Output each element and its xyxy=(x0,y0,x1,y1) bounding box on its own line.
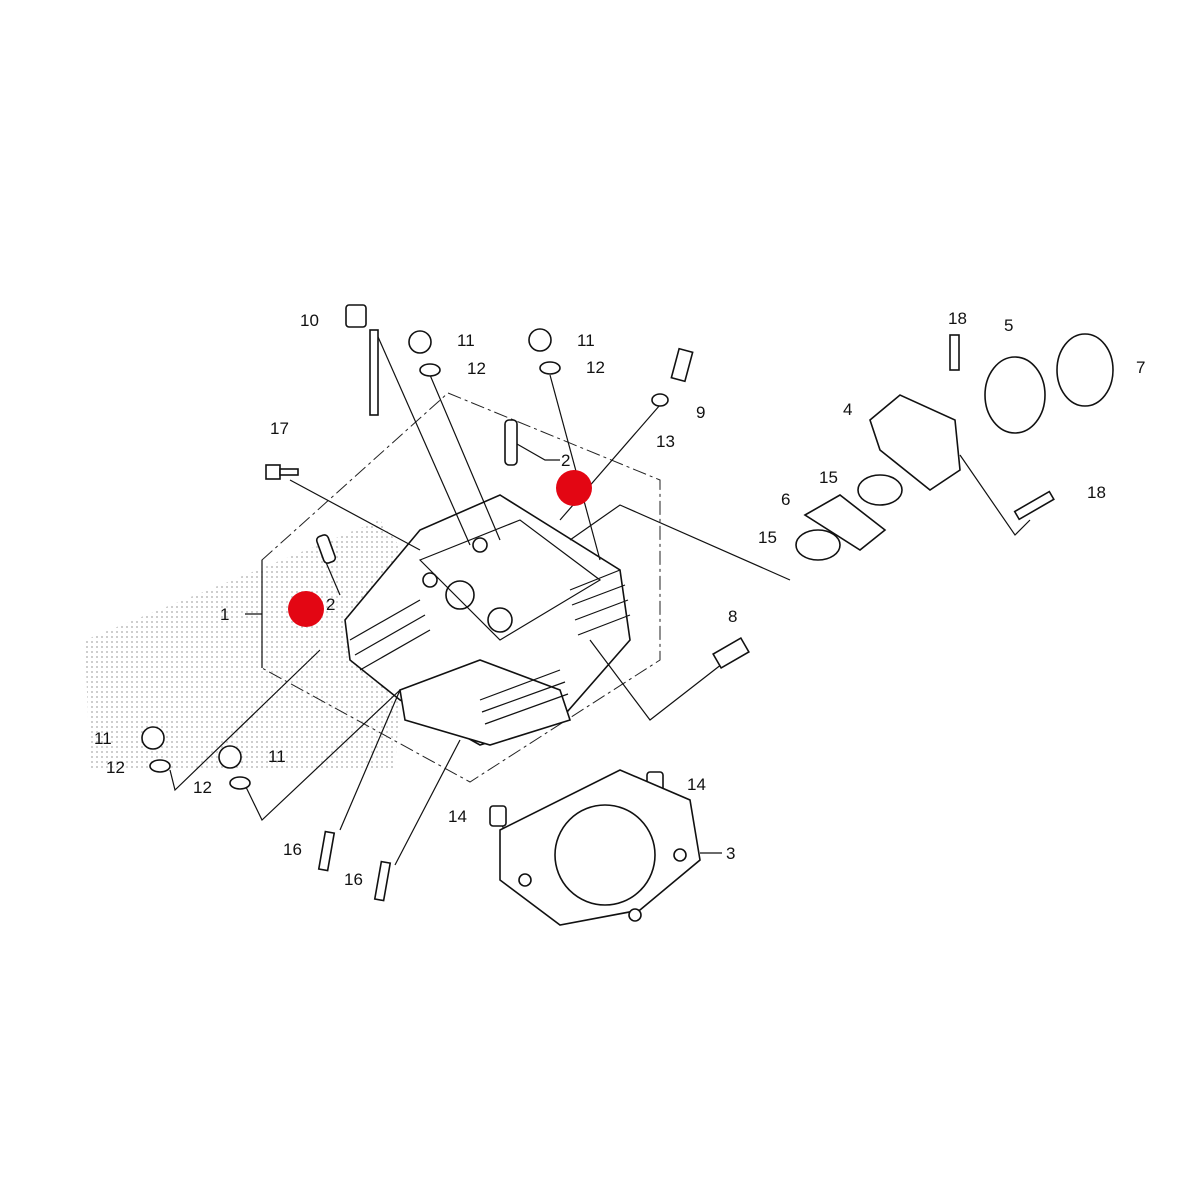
callout-8: 8 xyxy=(728,607,737,626)
assembly-outline xyxy=(261,392,661,783)
callout-16: 16 xyxy=(344,870,363,889)
callout-17: 17 xyxy=(270,419,289,438)
callout-15: 15 xyxy=(758,528,777,547)
callout-16: 16 xyxy=(283,840,302,859)
head-gasket-3 xyxy=(499,769,701,926)
callout-10: 10 xyxy=(300,311,319,330)
callout-2: 2 xyxy=(326,595,335,614)
sensor-9 xyxy=(670,347,694,383)
callout-7: 7 xyxy=(1136,358,1145,377)
callout-12: 12 xyxy=(106,758,125,777)
callout-2: 2 xyxy=(561,451,570,470)
callout-14: 14 xyxy=(687,775,706,794)
studs-16 xyxy=(317,830,392,902)
callout-1: 1 xyxy=(220,605,229,624)
callout-11: 11 xyxy=(94,729,112,748)
callout-13: 13 xyxy=(656,432,675,451)
callout-5: 5 xyxy=(1004,316,1013,335)
callout-3: 3 xyxy=(726,844,735,863)
intake-parts xyxy=(795,333,1114,561)
callout-labels: 1 2 2 3 4 5 6 7 8 9 10 11 11 11 11 12 12… xyxy=(94,309,1145,889)
callout-18: 18 xyxy=(1087,483,1106,502)
callout-18: 18 xyxy=(948,309,967,328)
callout-12: 12 xyxy=(467,359,486,378)
shading-area xyxy=(85,520,410,770)
bolt-10 xyxy=(345,304,379,416)
callout-6: 6 xyxy=(781,490,790,509)
highlight-marker[interactable] xyxy=(556,470,592,506)
valve-guides xyxy=(315,419,518,564)
nuts-washers xyxy=(141,328,669,790)
callout-11: 11 xyxy=(268,747,286,766)
callout-9: 9 xyxy=(696,403,705,422)
spark-plug-8 xyxy=(712,636,750,670)
highlight-marker[interactable] xyxy=(288,591,324,627)
callout-11: 11 xyxy=(577,331,595,350)
callout-15: 15 xyxy=(819,468,838,487)
callout-11: 11 xyxy=(457,331,475,350)
callout-4: 4 xyxy=(843,400,852,419)
callout-12: 12 xyxy=(193,778,212,797)
bolt-17 xyxy=(265,464,299,480)
cylinder-head xyxy=(344,494,631,746)
callout-12: 12 xyxy=(586,358,605,377)
callout-14: 14 xyxy=(448,807,467,826)
